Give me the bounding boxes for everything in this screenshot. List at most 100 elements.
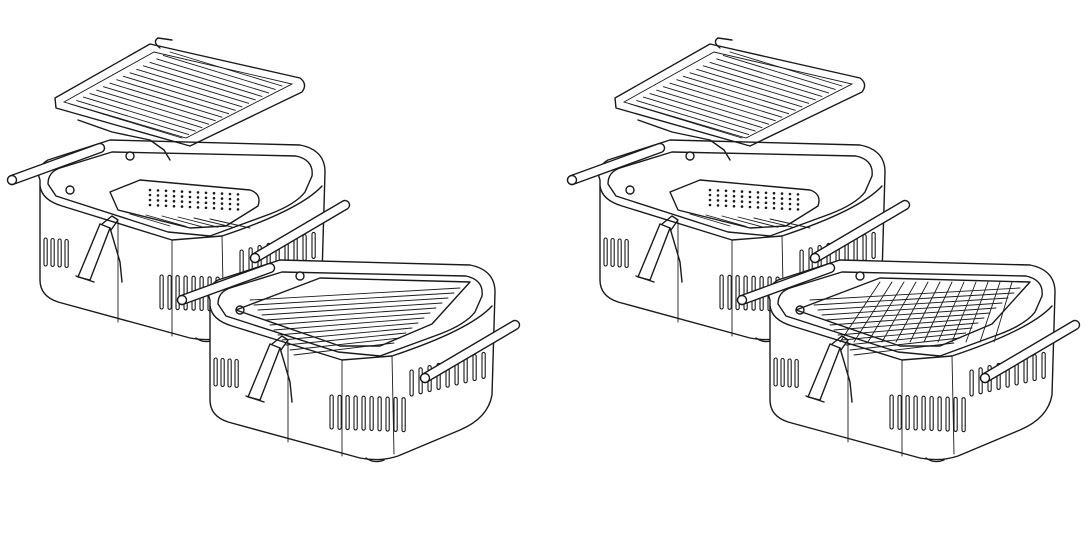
basket-hole xyxy=(164,199,168,203)
rim-front-edge xyxy=(39,185,173,241)
vent-slot xyxy=(735,275,740,311)
grate-bar xyxy=(729,51,843,87)
basket-bar xyxy=(145,214,187,227)
grate-bar xyxy=(853,342,955,356)
grate-bar xyxy=(702,65,816,101)
basket-hole xyxy=(732,189,736,193)
basket-hole xyxy=(172,189,176,193)
vent-slot xyxy=(311,231,316,259)
vent-slot xyxy=(409,369,414,397)
basket-hole xyxy=(148,198,152,202)
basket-hole xyxy=(188,195,192,199)
post-back xyxy=(855,271,865,281)
grate-bar xyxy=(813,292,1015,306)
basket-hole xyxy=(796,198,800,201)
post-left xyxy=(625,185,635,195)
grate-bar xyxy=(716,58,830,94)
basket-hole xyxy=(772,201,776,205)
charcoal-basket xyxy=(669,179,820,229)
grate-frame xyxy=(235,277,471,347)
latch-foot xyxy=(805,395,825,403)
basket-hole xyxy=(732,204,736,208)
basket-hole xyxy=(204,191,208,195)
basket-hole xyxy=(236,198,240,201)
vent-slot xyxy=(64,238,69,269)
basket-hole xyxy=(196,191,200,194)
basket-hole xyxy=(188,200,192,204)
basket-hole xyxy=(164,194,168,198)
basket-hole xyxy=(148,188,152,192)
rim-side-edge xyxy=(171,185,323,241)
grate-cross-bar xyxy=(937,281,965,343)
grate-bar xyxy=(273,317,425,331)
basket-hole xyxy=(708,193,712,197)
vent-slot xyxy=(913,395,918,431)
basket-hole xyxy=(180,190,184,193)
grate-bar xyxy=(682,75,796,111)
vent-slot xyxy=(345,395,350,431)
latch-clip xyxy=(75,215,123,283)
grate-bar xyxy=(261,302,443,316)
view-bottom-left xyxy=(176,259,521,463)
basket-hole xyxy=(188,190,192,194)
basket-bar xyxy=(737,216,779,228)
vent-slot xyxy=(1041,351,1046,379)
basket-hole xyxy=(780,192,784,195)
basket-hole xyxy=(740,205,744,208)
latch-spring xyxy=(109,227,123,283)
grate-bar xyxy=(109,82,223,118)
basket-hole xyxy=(772,206,776,210)
basket-hole xyxy=(220,207,224,210)
grate-bar xyxy=(253,292,455,306)
basket-hole xyxy=(156,199,160,202)
basket-hole xyxy=(204,201,208,205)
vent-slot xyxy=(43,237,48,267)
grate-bar xyxy=(841,327,973,341)
grate-bar xyxy=(285,332,407,346)
basket-hole xyxy=(148,203,152,207)
vent-slot xyxy=(220,357,225,388)
vent-slot xyxy=(472,354,477,382)
body-rim xyxy=(217,271,483,357)
basket-rim xyxy=(109,179,260,229)
grate-cross-bar xyxy=(881,281,917,343)
basket-hole xyxy=(172,194,176,198)
handle-right-end xyxy=(419,372,431,384)
grate-bar xyxy=(76,100,190,135)
basket-hole xyxy=(796,208,800,211)
grate-bar xyxy=(277,322,419,336)
grate-bar xyxy=(821,302,1003,316)
basket-hole xyxy=(788,202,792,206)
basket-hole xyxy=(212,196,216,200)
grate-bar xyxy=(169,51,283,87)
post-back xyxy=(125,151,135,161)
latch-clip xyxy=(245,335,293,403)
rim-front-edge xyxy=(209,305,343,361)
basket-bar xyxy=(689,213,731,227)
grate-bar xyxy=(833,317,985,331)
grate-cross-bar xyxy=(895,281,929,343)
basket-hole xyxy=(716,189,720,192)
grate-bar xyxy=(116,79,230,115)
grate-bar xyxy=(82,96,196,132)
vent-slot xyxy=(937,396,942,432)
basket-hole xyxy=(788,197,792,201)
grate-bar xyxy=(709,61,823,97)
latch-foot xyxy=(245,395,265,403)
basket-hole xyxy=(180,205,184,208)
body-rim xyxy=(607,151,873,237)
basket-hole xyxy=(212,191,216,195)
basket-hole xyxy=(732,194,736,198)
vent-slot xyxy=(337,394,342,430)
foot xyxy=(365,457,385,463)
basket-hole xyxy=(756,191,760,194)
latch-clip xyxy=(805,335,853,403)
basket-hole xyxy=(180,195,184,198)
grate-bar xyxy=(257,297,449,311)
vent-slot xyxy=(1032,354,1037,382)
vent-slot xyxy=(787,358,792,388)
basket-hole xyxy=(748,190,752,194)
basket-hole xyxy=(164,189,168,193)
basket-hole xyxy=(236,203,240,206)
grate-bar xyxy=(817,297,1009,311)
